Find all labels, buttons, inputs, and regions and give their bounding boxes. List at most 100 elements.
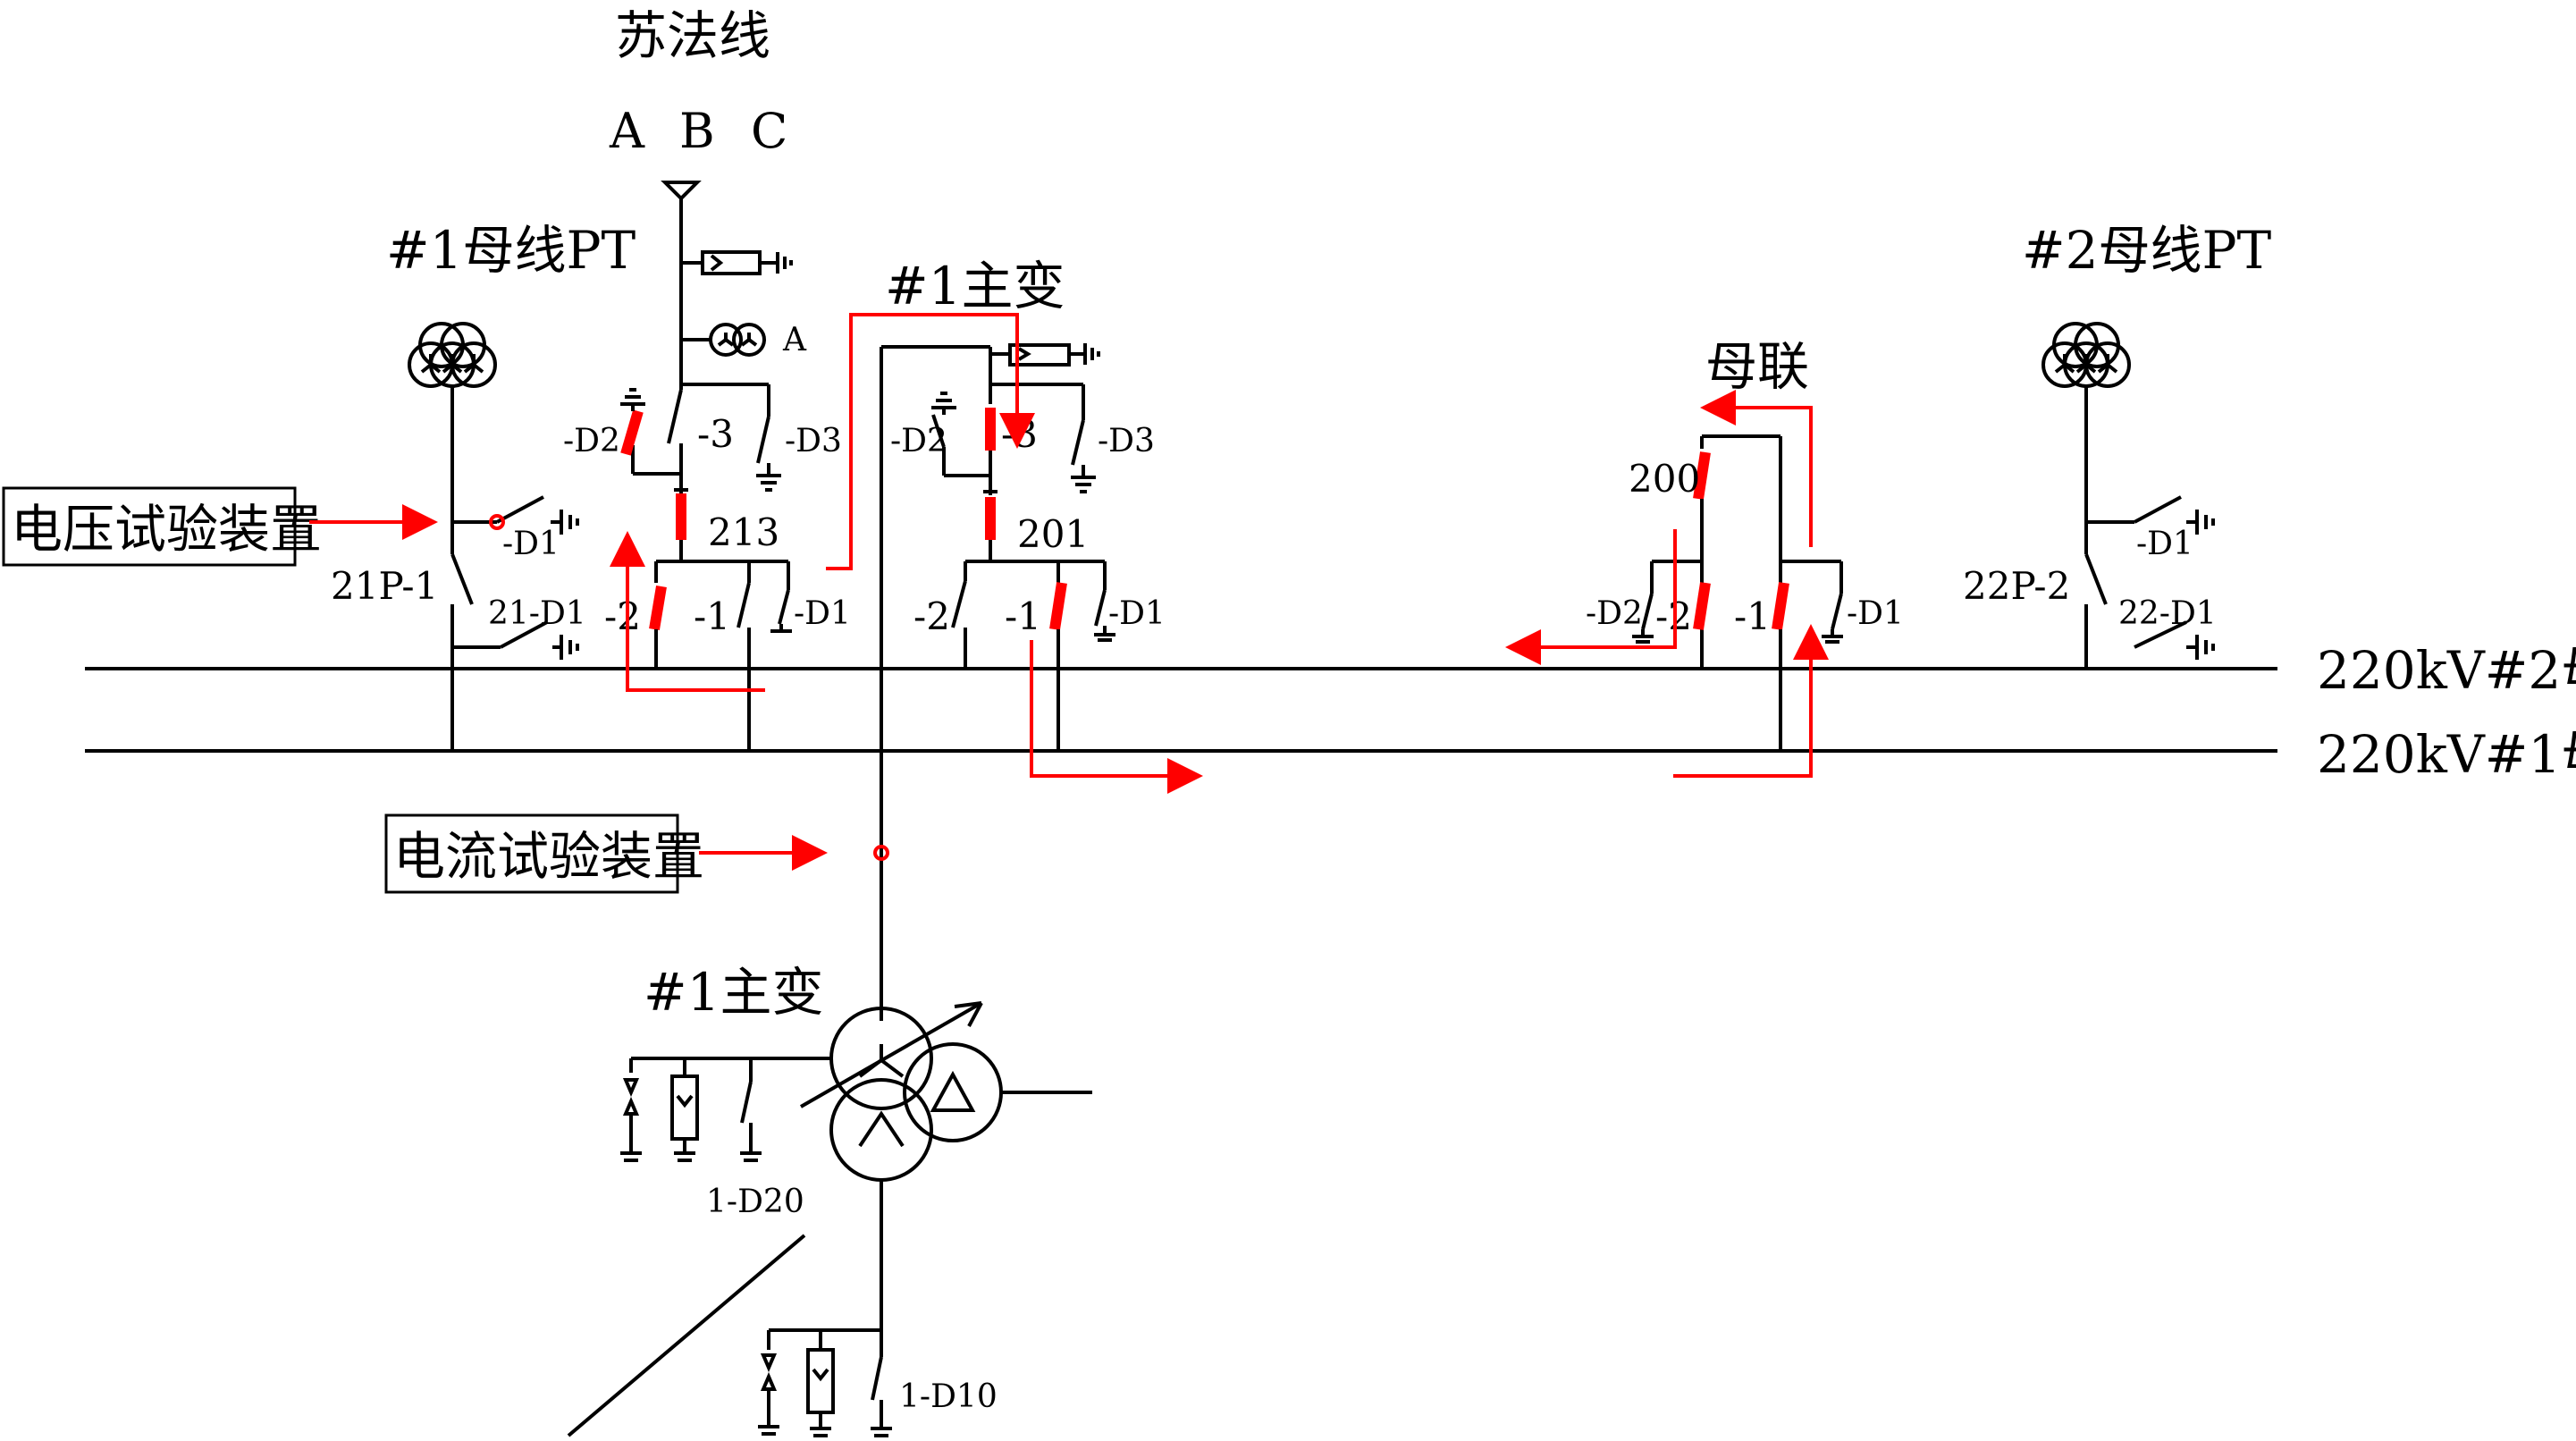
main-transformer-title: #1主变 [644, 962, 824, 1023]
bus1-pt-earth-21d1-label: 21-D1 [488, 595, 586, 632]
surge-arrester-icon [701, 250, 762, 275]
breaker-213-label: 213 [708, 510, 779, 554]
neutral-d10-label: 1-D10 [899, 1378, 998, 1415]
breaker-201-label: 201 [1017, 512, 1089, 556]
ground-icon [871, 1427, 892, 1437]
line-outlet-arrow-icon [661, 181, 702, 201]
coupler-earth-switch-d1 [1831, 593, 1843, 630]
bus2-pt-disconnector-label: 22P-2 [1963, 564, 2070, 608]
main-transformer [567, 1001, 1092, 1437]
ground-icon [2195, 635, 2215, 660]
voltage-test-device-label: 电压试验装置 [11, 499, 322, 560]
line-pt-phase-label: A [782, 322, 807, 358]
bus1-label: 220kV#1母线 [2317, 724, 2576, 785]
bus2-label: 220kV#2母线 [2317, 640, 2576, 701]
transformer-disconnector-3-label: -3 [1001, 412, 1038, 456]
bus1-pt-transformer-icon [408, 322, 497, 388]
coupler-to-bus2-arrow [1505, 529, 1677, 665]
ground-icon [1094, 633, 1115, 642]
transformer-earth-d1-label: -D1 [1108, 595, 1166, 632]
bus2-pt-transformer-icon [2041, 322, 2131, 388]
neutral-d20-label: 1-D20 [706, 1184, 804, 1220]
current-test-point-icon [873, 845, 889, 861]
ground-icon [560, 635, 579, 660]
coupler-earth-d1-label: -D1 [1847, 595, 1904, 632]
bus1-pt-disconnector-label: 21P-1 [331, 564, 438, 608]
line-feeder-title: 苏法线 [615, 5, 770, 66]
coupler-top-arrow [1700, 390, 1813, 547]
ground-icon [1632, 635, 1654, 644]
line-earth-d3-label: -D3 [785, 423, 842, 459]
earth-switch-d1 [1094, 589, 1107, 627]
bus1-to-coupler-arrow [1673, 624, 1829, 778]
earth-switch-d3 [1071, 419, 1085, 466]
voltage-test-point-icon [489, 514, 505, 530]
earth-switch-1-d20 [740, 1081, 753, 1124]
neutral-gap-icon [760, 1353, 778, 1373]
ground-icon [620, 1151, 642, 1162]
coupler-earth-d2-label: -D2 [1586, 595, 1643, 632]
line-feeder-bay [620, 181, 793, 751]
bus2-pt-title: #2母线PT [2022, 220, 2272, 281]
transformer-earth-d2-label: -D2 [890, 423, 947, 459]
phase-c-label: C [751, 103, 787, 159]
bus2-pt-earth-d1-label: -D1 [2136, 526, 2193, 562]
earth-switch-d3 [756, 416, 770, 464]
line-disconnector-3 [667, 389, 683, 444]
coupler-disconnector-1-label: -1 [1734, 594, 1771, 638]
transformer-disconnector-1-label: -1 [1005, 594, 1041, 638]
bus1-pt-bay [408, 322, 579, 751]
transformer-disconnector-2-label: -2 [913, 594, 950, 638]
ground-icon [1071, 476, 1096, 493]
bus1-disconnector-1-open [737, 582, 751, 628]
neutral-gap-icon [622, 1078, 640, 1098]
phase-b-label: B [679, 103, 715, 159]
ground-icon [2195, 510, 2215, 535]
line-disconnector-2-label: -2 [604, 594, 641, 638]
bus2-pt-bay [2041, 322, 2215, 669]
transformer-bay-title: #1主变 [885, 256, 1065, 316]
bus1-path-arrow [1030, 640, 1203, 794]
tap-changer-arrow [800, 1001, 982, 1108]
ground-icon [1822, 635, 1843, 644]
bus-coupler-title: 母联 [1705, 336, 1809, 397]
ground-icon [560, 510, 579, 535]
ground-icon [756, 474, 781, 492]
ground-icon [740, 1151, 762, 1162]
earth-switch-d2-closed [620, 409, 644, 456]
transformer-bay-201 [880, 343, 1115, 1021]
transformer-lv-winding-icon [829, 1078, 933, 1182]
ground-icon [810, 1427, 831, 1437]
transformer-disconnector-2-open [951, 580, 967, 628]
bus2-disconnector-2-closed [649, 586, 667, 630]
transformer-disconnector-1-closed [1049, 582, 1067, 630]
bus1-pt-earth-d1-label: -D1 [502, 526, 560, 562]
transformer-earth-d3-label: -D3 [1098, 423, 1155, 459]
delta-symbol-icon [930, 1070, 976, 1112]
line-bay-path-arrow [610, 531, 765, 692]
coupler-disconnector-2-closed [1693, 582, 1711, 630]
line-disconnector-1-label: -1 [694, 594, 730, 638]
ground-icon [1083, 343, 1100, 365]
transformer-bay-path-arrow [826, 313, 1035, 570]
current-test-device-label: 电流试验装置 [393, 826, 704, 887]
coupler-disconnector-1-closed [1772, 582, 1789, 630]
phase-a-label: A [609, 103, 645, 159]
ground-icon [758, 1425, 779, 1436]
earth-switch-d1 [778, 589, 790, 625]
ground-icon [776, 252, 793, 274]
bus1-pt-title: #1母线PT [386, 220, 636, 281]
line-pt-icon [709, 323, 743, 357]
test-path-arrows [610, 313, 1829, 794]
current-test-device: 电流试验装置 [384, 813, 704, 894]
line-earth-d1-label: -D1 [794, 595, 851, 632]
ground-icon [931, 392, 956, 409]
earth-switch-d2 [931, 414, 946, 448]
line-earth-d2-label: -D2 [563, 423, 620, 459]
ground-icon [674, 1151, 695, 1162]
ground-icon [620, 388, 645, 406]
breaker-200-label: 200 [1629, 457, 1700, 501]
breaker-200-closed [1693, 451, 1711, 500]
earth-switch-1-d10 [871, 1356, 883, 1401]
